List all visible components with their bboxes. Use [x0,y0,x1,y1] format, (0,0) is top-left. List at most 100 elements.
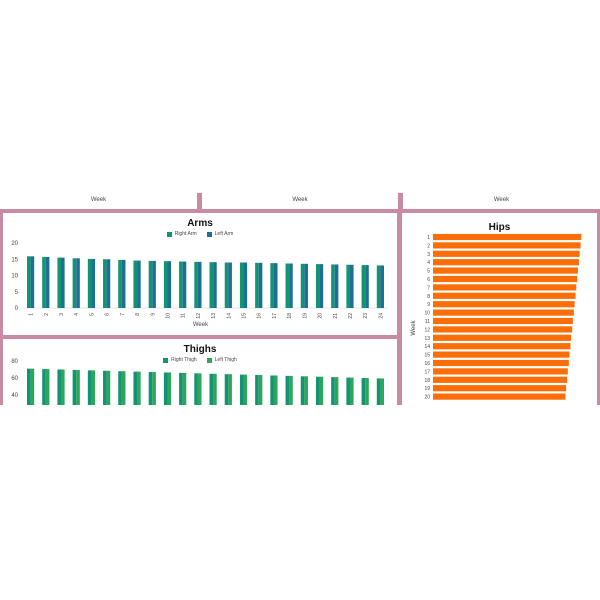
left-thigh-bar [197,373,202,405]
right-arm-bar [194,261,198,308]
left-thigh-bar [289,375,293,405]
left-arm-bar [152,260,156,308]
left-arm-bar [76,258,80,308]
left-arm-bar [273,263,278,308]
left-arm-bar [91,258,96,308]
y-tick-label: 19 [424,386,430,392]
left-arm-bar [45,256,50,308]
y-tick-label: 2 [427,243,430,249]
y-tick-label: 6 [427,277,430,283]
left-arm-bar [213,262,217,308]
right-arm-bar [209,262,214,308]
right-arm-bar [148,260,153,308]
right-thigh-bar [103,370,107,405]
left-thigh-bar [273,375,278,405]
left-thigh-bar [319,376,324,405]
legend-item-left-arm: Left Arm [206,231,233,237]
x-tick-label: 12 [196,313,202,319]
left-thigh-bar [61,369,65,405]
left-arm-bar [243,262,248,308]
right-thigh-bar [224,374,229,405]
hips-bar [433,242,581,249]
strip-panel-middle: Week [202,193,398,209]
left-arm-bar [349,264,354,308]
right-arm-bar [300,263,305,308]
thighs-chart-title: Thighs [183,344,217,355]
right-arm-bar [72,258,77,308]
right-arm-bar [163,261,168,308]
y-tick-label: 15 [424,353,430,359]
hips-bar [433,259,579,266]
left-thigh-bar [304,376,308,405]
left-arm-bar [258,262,263,308]
x-tick-label: 8 [135,313,141,316]
x-tick-label: 20 [318,313,324,319]
hips-bar [433,359,569,367]
right-thigh-bar [133,371,138,405]
y-tick-label: 20 [11,241,18,247]
right-arm-swatch [166,231,172,237]
x-tick-label: 3 [59,313,65,316]
left-thigh-bar [106,370,111,405]
hips-bar [433,385,567,392]
thighs-legend: Right Thigh Left Thigh [3,357,397,363]
left-arm-bar [228,262,232,308]
legend-label: Right Arm [174,231,197,237]
x-tick-label: 9 [150,313,156,316]
y-tick-label: 5 [15,290,19,296]
left-arm-bar [30,256,35,308]
right-thigh-bar [209,373,214,405]
y-tick-label: 16 [424,361,430,367]
left-thigh-bar [152,372,156,405]
legend-item-right-thigh: Right Thigh [163,357,197,363]
hips-bar [433,343,571,350]
y-tick-label: 9 [427,302,430,308]
y-tick-label: 18 [424,378,430,384]
left-thigh-bar [334,377,339,405]
hips-bar [433,284,577,291]
hips-bar [433,292,576,299]
left-thigh-bar [380,378,384,405]
right-arm-bar [239,262,244,308]
dashboard: Week Week Week Arms Right Arm Left Arm 0… [0,193,600,405]
left-thigh-swatch [206,357,212,363]
right-arm-bar [331,264,335,308]
hips-bar [433,351,570,358]
left-thigh-bar [137,371,141,405]
y-tick-label: 3 [427,252,430,258]
hips-bar [433,317,573,325]
right-thigh-bar [331,377,335,405]
x-tick-label: 1 [29,313,35,316]
x-tick-label: 7 [120,313,126,316]
left-arm-bar [61,257,65,308]
x-tick-label: 24 [378,313,384,319]
legend-item-left-thigh: Left Thigh [206,357,237,363]
y-tick-label: 60 [11,376,18,382]
right-thigh-bar [72,369,77,405]
left-arm-bar [167,261,172,308]
right-thigh-bar [179,372,183,405]
hips-bar [433,376,568,383]
right-thigh-swatch [163,357,169,363]
left-arm-bar [304,263,308,308]
hips-bar [433,301,575,308]
y-tick-label: 7 [427,285,430,291]
right-arm-bar [57,257,62,308]
left-thigh-bar [30,368,35,405]
y-tick-label: 20 [424,395,430,401]
y-tick-label: 40 [11,393,18,399]
hips-bar [433,267,578,274]
legend-label: Left Thigh [214,357,237,363]
x-tick-label: 14 [226,313,232,319]
legend-label: Right Thigh [171,357,197,363]
x-tick-label: 4 [74,313,80,316]
x-tick-label: 17 [272,313,278,319]
left-thigh-bar [213,373,217,405]
y-tick-label: 12 [424,327,430,333]
hips-chart-title: Hips [488,222,511,233]
left-arm-bar [380,265,384,308]
x-tick-label: 22 [348,313,354,319]
